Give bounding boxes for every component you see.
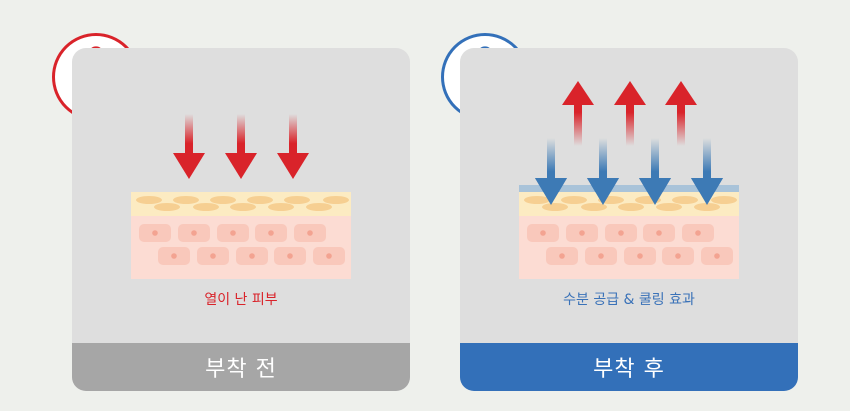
cooling-film-layer: [519, 185, 739, 192]
dermis-cells: [139, 224, 345, 265]
before-footer-label: 부착 전: [72, 343, 410, 391]
dermis-cells: [527, 224, 733, 265]
before-caption: 열이 난 피부: [204, 292, 278, 308]
heat-arrow-down: [277, 114, 309, 179]
heat-arrows-down: [173, 114, 309, 179]
epidermis-cells: [136, 196, 349, 211]
after-caption: 수분 공급 & 쿨링 효과: [563, 292, 695, 308]
skin-layer-diagram: [519, 192, 739, 279]
heat-arrow-up: [665, 81, 697, 146]
heat-arrow-up: [614, 81, 646, 146]
after-footer-label: 부착 후: [460, 343, 798, 391]
heat-arrow-down: [225, 114, 257, 179]
before-panel: 열이 난 피부 부착 전: [72, 48, 410, 391]
heat-arrow-up: [562, 81, 594, 146]
skin-layer-diagram: [131, 192, 351, 279]
heat-arrow-down: [173, 114, 205, 179]
after-panel: 수분 공급 & 쿨링 효과 부착 후: [460, 48, 798, 391]
